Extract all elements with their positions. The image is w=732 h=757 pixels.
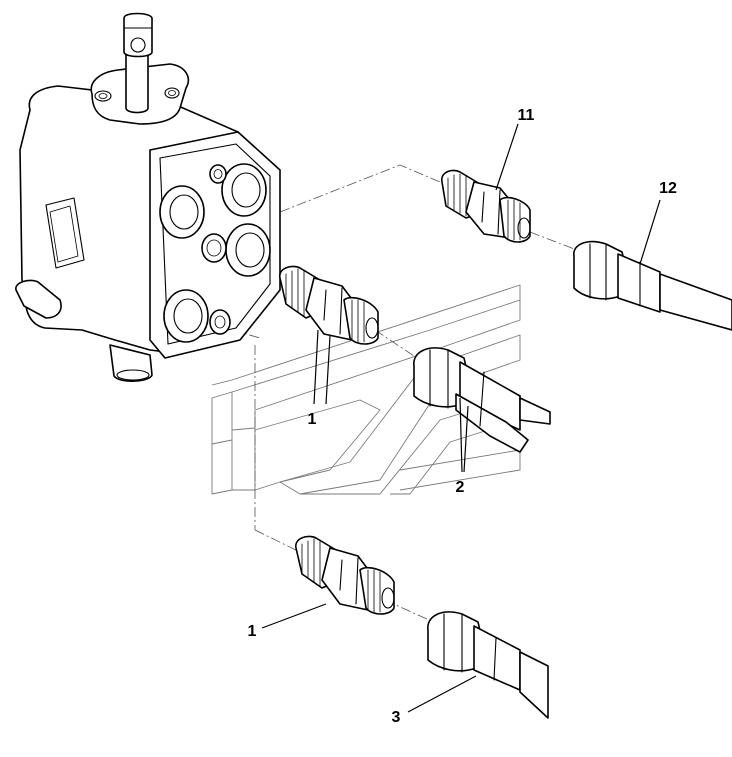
callout-1-upper: 1 (308, 411, 317, 428)
hose-assembly-2 (414, 348, 550, 452)
callout-11: 11 (518, 107, 535, 124)
callout-12: 12 (659, 180, 677, 197)
hose-assembly-3 (428, 612, 548, 718)
leader-lines (262, 124, 660, 712)
valve-ports (160, 164, 270, 342)
adapter-fitting-11 (442, 170, 530, 242)
adapter-fitting-1-upper (280, 266, 378, 344)
callout-1-lower: 1 (248, 623, 257, 640)
adapter-fitting-1-lower (296, 536, 394, 614)
centerlines (232, 165, 590, 625)
callout-3: 3 (392, 709, 401, 726)
hose-assembly-12 (574, 242, 732, 330)
control-valve-block (16, 14, 280, 382)
callout-2: 2 (456, 479, 465, 496)
